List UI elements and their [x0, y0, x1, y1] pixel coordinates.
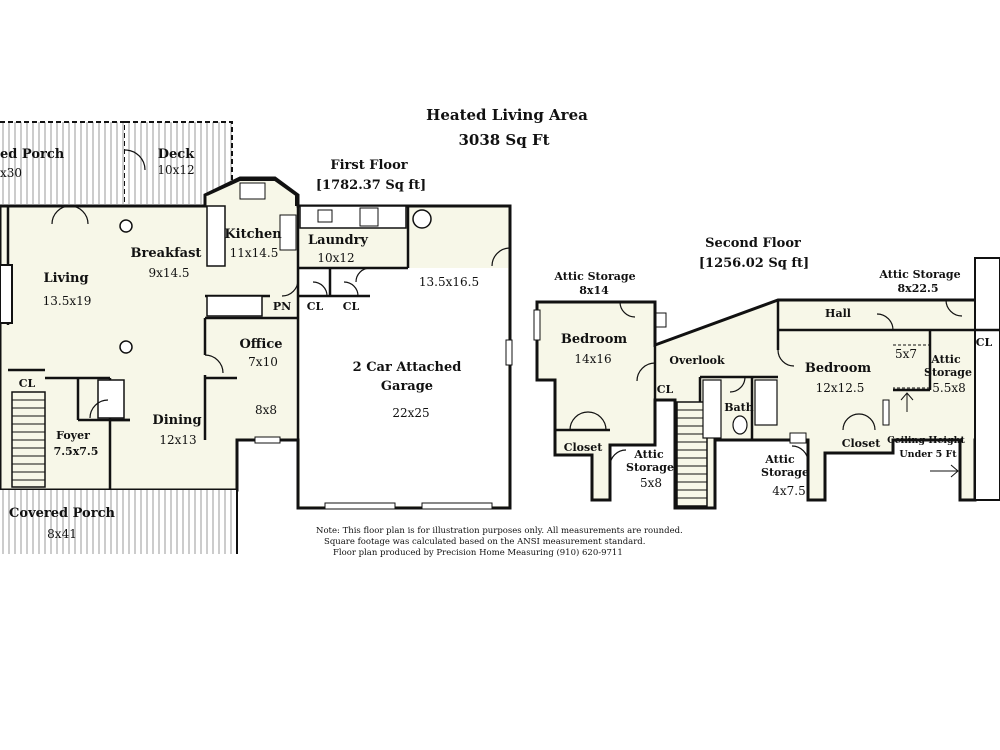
ceiling-arrows	[900, 392, 959, 478]
attic-storage-right-line2: Storage	[924, 366, 972, 379]
bedroom-left-size: 14x16	[574, 352, 612, 366]
attic-storage-mid-line1: Attic	[765, 453, 795, 466]
attic-storage-bottom-size: 5x8	[639, 476, 663, 490]
overlook-closet-label: CL	[656, 383, 674, 396]
kitchen-sink	[239, 182, 266, 200]
washer	[359, 207, 379, 227]
kitchen-size: 11x14.5	[229, 246, 279, 260]
closet-right-label: Closet	[841, 437, 881, 450]
second-floor-door-swings	[569, 299, 963, 467]
hall-label: Hall	[825, 307, 851, 320]
second-floor-windows	[533, 309, 890, 444]
garage-floor	[300, 268, 508, 506]
heated-area-sqft: 3038 Sq Ft	[458, 131, 550, 149]
overlook-label: Overlook	[669, 354, 725, 367]
bath-label: Bath	[724, 401, 754, 414]
closet-left-label: Closet	[563, 441, 603, 454]
windows	[254, 339, 513, 444]
bedroom-right-label: Bedroom	[804, 361, 872, 376]
powder-room	[97, 379, 125, 419]
ceiling-note-line1: Ceiling Height	[887, 435, 965, 446]
bath-vanity	[702, 379, 722, 439]
laundry-closet-2-label: CL	[342, 300, 360, 313]
attic-storage-bottom-line1: Attic	[634, 448, 664, 461]
foyer-label: Foyer	[56, 429, 90, 442]
first-floor-stairs	[11, 391, 46, 488]
attic-storage-left-size: 8x14	[579, 284, 609, 297]
attic-storage-mid-size: 4x7.5	[772, 484, 806, 498]
office-small-size: 8x8	[254, 403, 278, 417]
nook-size: 5x7	[894, 347, 918, 361]
bath-tub	[754, 379, 778, 426]
fireplace	[0, 264, 13, 324]
office-size: 7x10	[248, 355, 278, 369]
attic-storage-left-label: Attic Storage	[554, 270, 636, 283]
kitchen-label: Kitchen	[224, 227, 282, 242]
garage-label-line2: Garage	[380, 379, 434, 394]
bedroom-left-label: Bedroom	[560, 332, 628, 347]
office-label: Office	[239, 337, 283, 352]
laundry-label: Laundry	[308, 233, 368, 248]
ceiling-light-living	[119, 340, 133, 354]
first-floor-area: [1782.37 Sq ft]	[315, 178, 427, 193]
footnote-line3: Floor plan produced by Precision Home Me…	[333, 548, 623, 558]
covered-porch-size: 8x41	[47, 527, 77, 541]
second-floor-stairs	[676, 401, 708, 507]
dining-size: 12x13	[159, 433, 197, 447]
kitchen-bay	[206, 179, 297, 206]
covered-porch-label: Covered Porch	[9, 506, 115, 521]
living-size: 13.5x19	[42, 294, 92, 308]
garage-bay-size: 13.5x16.5	[418, 275, 480, 289]
garage-door-right	[421, 502, 493, 510]
ceiling-note-line2: Under 5 Ft	[899, 449, 957, 460]
laundry-size: 10x12	[317, 251, 355, 265]
footnote-line1: Note: This floor plan is for illustratio…	[316, 526, 683, 536]
attic-storage-right-line1: Attic	[931, 353, 961, 366]
heated-area-title: Heated Living Area	[426, 106, 588, 124]
stove	[279, 214, 297, 251]
screened-porch-label: ed Porch	[0, 147, 65, 162]
covered-porch-area	[0, 490, 237, 554]
breakfast-label: Breakfast	[130, 246, 202, 261]
living-label: Living	[43, 271, 89, 286]
screened-porch-area	[0, 122, 125, 204]
pantry-label: PN	[272, 300, 292, 313]
second-floor-area: [1256.02 Sq ft]	[698, 256, 810, 271]
attic-storage-top-right-size: 8x22.5	[897, 282, 939, 295]
garage-label-line1: 2 Car Attached	[352, 360, 462, 375]
laundry-closet-1-label: CL	[306, 300, 324, 313]
second-floor-title: Second Floor	[705, 236, 801, 251]
laundry-sink	[317, 209, 333, 223]
bedroom-right-size: 12x12.5	[815, 381, 865, 395]
attic-storage-bottom-line2: Storage	[626, 461, 674, 474]
deck-wall	[125, 121, 233, 204]
deck-label: Deck	[157, 147, 195, 162]
bath-toilet	[732, 415, 748, 435]
kitchen-counter-bottom	[206, 295, 263, 317]
kitchen-counter	[206, 205, 226, 267]
dining-label: Dining	[152, 413, 202, 428]
breakfast-size: 9x14.5	[148, 266, 190, 280]
screened-porch-size: x30	[0, 166, 23, 180]
water-heater	[412, 209, 432, 229]
foyer-closet-label: CL	[18, 377, 36, 390]
foyer-size: 7.5x7.5	[53, 445, 99, 458]
footnote-line2: Square footage was calculated based on t…	[324, 537, 646, 547]
garage-size: 22x25	[392, 406, 430, 420]
deck-size: 10x12	[157, 163, 195, 177]
far-right-closet-label: CL	[975, 336, 993, 349]
attic-storage-mid-line2: Storage	[761, 466, 809, 479]
first-floor-title: First Floor	[330, 158, 408, 173]
garage-door-left	[324, 502, 396, 510]
ceiling-light-breakfast	[119, 219, 133, 233]
attic-storage-top-right-label: Attic Storage	[879, 268, 961, 281]
right-attic-bay	[974, 257, 1000, 501]
door-swings	[51, 149, 511, 419]
laundry-counter	[299, 205, 407, 229]
attic-storage-right-size: 5.5x8	[932, 381, 966, 395]
